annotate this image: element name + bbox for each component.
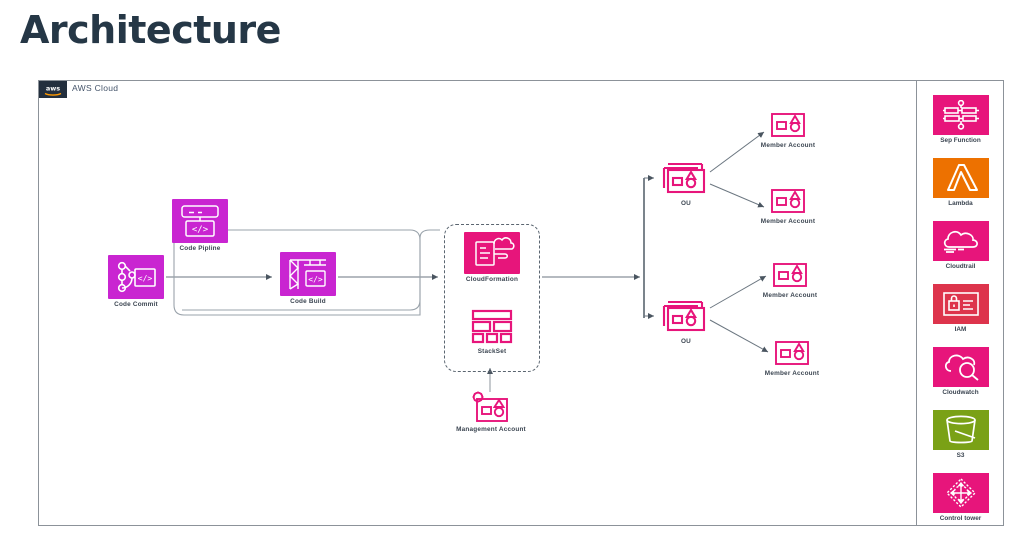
organizational-unit-icon [660, 298, 712, 336]
aws-cloud-label: AWS Cloud [72, 83, 119, 93]
control-tower-icon [932, 473, 989, 513]
legend-label: IAM [954, 326, 967, 333]
s3-bucket-icon [932, 410, 989, 450]
node-code-pipeline[interactable]: </> Code Pipline [172, 199, 228, 252]
legend-label: Lambda [948, 200, 973, 207]
organizational-unit-icon [660, 160, 712, 198]
legend-item-s3[interactable]: S3 [917, 410, 1004, 459]
page-title: Architecture [20, 8, 281, 52]
legend-item-control-tower[interactable]: Control tower [917, 473, 1004, 522]
svg-text:</>: </> [138, 274, 153, 283]
management-account-icon [467, 390, 515, 424]
legend-item-cloudtrail[interactable]: Cloudtrail [917, 221, 1004, 270]
iam-icon [932, 284, 989, 324]
node-management-account[interactable]: Management Account [456, 390, 526, 433]
legend-label: Cloudwatch [942, 389, 979, 396]
node-label: Member Account [762, 292, 818, 299]
legend-item-lambda[interactable]: Lambda [917, 158, 1004, 207]
lambda-icon [932, 158, 989, 198]
legend-label: Sep Function [940, 137, 981, 144]
node-code-commit[interactable]: </> Code Commit [108, 255, 164, 308]
svg-text:</>: </> [308, 275, 323, 284]
svg-text:aws: aws [46, 84, 60, 92]
legend-item-iam[interactable]: IAM [917, 284, 1004, 333]
node-label: StackSet [477, 348, 507, 355]
cloudtrail-icon [932, 221, 989, 261]
node-member-account-2[interactable]: Member Account [748, 186, 828, 225]
node-member-account-3[interactable]: Member Account [750, 260, 830, 299]
cloudwatch-icon [932, 347, 989, 387]
node-label: CloudFormation [465, 276, 519, 283]
legend-label: S3 [956, 452, 965, 459]
node-cloudformation[interactable]: CloudFormation [464, 232, 520, 283]
node-stackset[interactable]: StackSet [466, 306, 518, 355]
codebuild-icon: </> [280, 252, 336, 296]
legend-label: Cloudtrail [945, 263, 976, 270]
node-ou-top[interactable]: OU [660, 160, 712, 207]
services-legend: Sep Function Lambda [916, 81, 1003, 525]
node-member-account-4[interactable]: Member Account [752, 338, 832, 377]
node-label: Code Build [290, 298, 326, 305]
node-code-build[interactable]: </> Code Build [280, 252, 336, 305]
legend-item-cloudwatch[interactable]: Cloudwatch [917, 347, 1004, 396]
stackset-icon [466, 306, 518, 346]
node-label: Code Commit [114, 301, 158, 308]
node-label: Code Pipline [179, 245, 221, 252]
cloudformation-icon [464, 232, 520, 274]
node-ou-bottom[interactable]: OU [660, 298, 712, 345]
node-label: Member Account [764, 370, 820, 377]
member-account-icon [768, 186, 808, 216]
node-label: Member Account [760, 218, 816, 225]
member-account-icon [768, 110, 808, 140]
node-label: OU [681, 338, 691, 345]
aws-logo-icon: aws [39, 81, 67, 98]
codepipeline-icon: </> [172, 199, 228, 243]
node-member-account-1[interactable]: Member Account [748, 110, 828, 149]
step-functions-icon [932, 95, 989, 135]
cfn-stackset-group [444, 224, 540, 372]
member-account-icon [772, 338, 812, 368]
node-label: Member Account [760, 142, 816, 149]
legend-label: Control tower [939, 515, 982, 522]
codecommit-icon: </> [108, 255, 164, 299]
node-label: OU [681, 200, 691, 207]
node-label: Management Account [456, 426, 526, 433]
legend-item-step-function[interactable]: Sep Function [917, 95, 1004, 144]
member-account-icon [770, 260, 810, 290]
svg-text:</>: </> [192, 225, 209, 235]
